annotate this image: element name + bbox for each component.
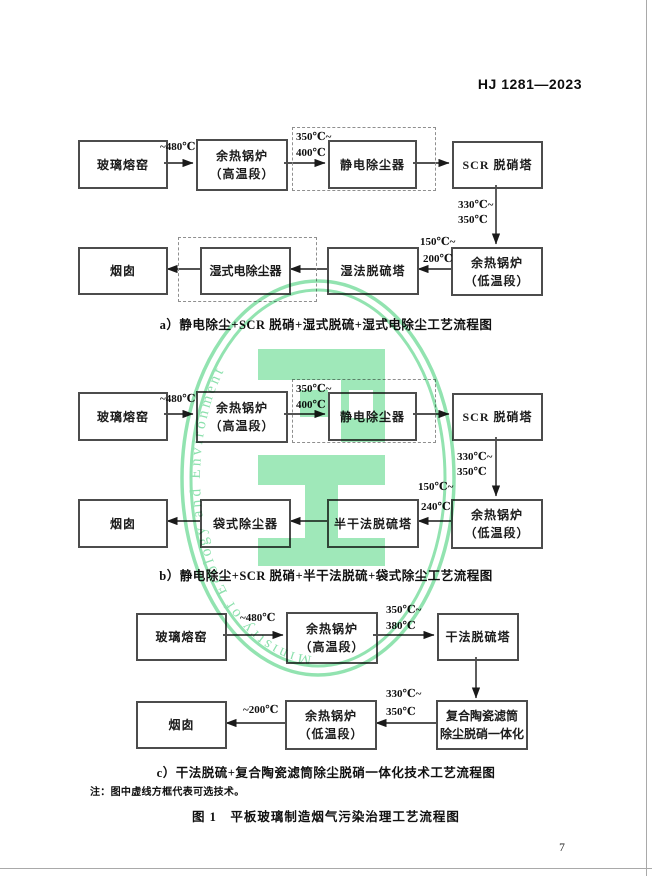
temp-label-b-furnace-out: ~480℃ xyxy=(160,393,196,405)
diagram-c-box-ceramic-filter-integrated: 复合陶瓷滤筒 除尘脱硝一体化 xyxy=(436,700,528,750)
box-sublabel: （低温段） xyxy=(298,727,364,741)
temp-label-b-esp-in-1: 350℃~ xyxy=(296,383,332,395)
box-sublabel: 除尘脱硝一体化 xyxy=(439,727,524,741)
diagram-c-caption: c）干法脱硫+复合陶瓷滤筒除尘脱硝一体化技术工艺流程图 xyxy=(156,766,496,780)
box-sublabel: （高温段） xyxy=(209,167,275,181)
figure-title: 图 1 平板玻璃制造烟气污染治理工艺流程图 xyxy=(192,810,460,824)
temp-label-c-composite-out-1: 330℃~ xyxy=(386,688,422,700)
standard-code: HJ 1281—2023 xyxy=(477,76,582,92)
diagram-c-box-dry-fgd-tower: 干法脱硫塔 xyxy=(437,613,519,661)
diagram-c-box-glass-furnace: 玻璃熔窑 xyxy=(136,613,227,661)
box-label: 湿法脱硫塔 xyxy=(340,264,406,278)
diagram-c-box-waste-heat-boiler-low: 余热锅炉 （低温段） xyxy=(285,700,377,750)
figure-note: 注：图中虚线方框代表可选技术。 xyxy=(90,787,245,798)
diagram-a-box-stack: 烟囱 xyxy=(78,247,168,295)
box-label: 余热锅炉 xyxy=(304,709,357,723)
diagram-a-box-glass-furnace: 玻璃熔窑 xyxy=(78,140,168,189)
temp-label-a-scr-out-2: 350℃ xyxy=(458,214,488,226)
diagram-c-box-waste-heat-boiler-high: 余热锅炉 （高温段） xyxy=(286,612,378,664)
diagram-b-box-esp: 静电除尘器 xyxy=(328,392,417,441)
diagram-b-caption: b）静电除尘+SCR 脱硝+半干法脱硫+袋式除尘工艺流程图 xyxy=(159,569,493,583)
diagram-a-caption: a）静电除尘+SCR 脱硝+湿式脱硫+湿式电除尘工艺流程图 xyxy=(159,318,493,332)
box-label: 袋式除尘器 xyxy=(212,516,278,531)
diagram-b-box-glass-furnace: 玻璃熔窑 xyxy=(78,392,168,441)
diagram-b-box-bag-filter: 袋式除尘器 xyxy=(200,499,291,548)
box-sublabel: （高温段） xyxy=(299,640,365,654)
diagram-b-box-stack: 烟囱 xyxy=(78,499,168,548)
box-label: 玻璃熔窑 xyxy=(155,630,208,644)
box-label: 余热锅炉 xyxy=(305,622,358,636)
diagram-a-box-wet-fgd-tower: 湿法脱硫塔 xyxy=(327,247,419,295)
box-sublabel: （低温段） xyxy=(464,526,530,540)
temp-label-c-furnace-out: ~480℃ xyxy=(240,612,276,624)
box-label: 烟囱 xyxy=(109,516,136,531)
diagram-a-box-waste-heat-boiler-low: 余热锅炉 （低温段） xyxy=(451,247,543,296)
temp-label-a-esp-in-2: 400℃ xyxy=(296,147,326,159)
diagram-b-box-semi-dry-fgd-tower: 半干法脱硫塔 xyxy=(327,499,419,548)
page-edge-bottom xyxy=(0,868,652,869)
diagram-c-box-stack: 烟囱 xyxy=(136,701,227,749)
temp-label-c-dry-in-1: 350℃~ xyxy=(386,604,422,616)
box-label: SCR 脱硝塔 xyxy=(462,158,533,172)
box-label: 余热锅炉 xyxy=(215,401,268,415)
diagram-b-box-scr-tower: SCR 脱硝塔 xyxy=(452,393,543,441)
temp-label-a-whblow-out-1: 150℃~ xyxy=(420,236,456,248)
box-label: 复合陶瓷滤筒 xyxy=(445,709,518,723)
page-edge-right xyxy=(646,0,647,876)
box-label: 余热锅炉 xyxy=(470,508,523,522)
temp-label-c-dry-in-2: 380℃ xyxy=(386,620,416,632)
diagram-a-optional-dashed-box-esp xyxy=(292,127,436,191)
box-label: 余热锅炉 xyxy=(215,149,268,163)
diagram-a-box-esp: 静电除尘器 xyxy=(328,140,417,189)
box-label: 静电除尘器 xyxy=(339,409,405,424)
diagram-b-box-waste-heat-boiler-low: 余热锅炉 （低温段） xyxy=(451,499,543,549)
box-label: 半干法脱硫塔 xyxy=(333,516,412,531)
box-label: 玻璃熔窑 xyxy=(96,409,149,424)
box-label: 干法脱硫塔 xyxy=(445,630,511,644)
temp-label-b-whblow-out-2: 240℃ xyxy=(421,501,451,513)
diagram-a-box-scr-tower: SCR 脱硝塔 xyxy=(452,141,543,189)
temp-label-b-esp-in-2: 400℃ xyxy=(296,399,326,411)
temp-label-b-scr-out-1: 330℃~ xyxy=(457,451,493,463)
box-label: 湿式电除尘器 xyxy=(209,264,282,278)
box-sublabel: （高温段） xyxy=(209,419,275,433)
diagram-a-box-waste-heat-boiler-high: 余热锅炉 （高温段） xyxy=(196,139,288,191)
diagram-b-box-waste-heat-boiler-high: 余热锅炉 （高温段） xyxy=(196,391,288,443)
box-sublabel: （低温段） xyxy=(464,273,530,288)
box-label: 玻璃熔窑 xyxy=(96,157,149,172)
temp-label-a-esp-in-1: 350℃~ xyxy=(296,131,332,143)
diagram-a-box-wet-esp: 湿式电除尘器 xyxy=(200,247,291,295)
temp-label-a-furnace-out: ~480℃ xyxy=(160,141,196,153)
temp-label-a-whblow-out-2: 200℃ xyxy=(423,253,453,265)
box-label: 静电除尘器 xyxy=(339,157,405,172)
box-label: 烟囱 xyxy=(168,718,195,732)
page-number: 7 xyxy=(559,842,565,854)
temp-label-a-scr-out-1: 330℃~ xyxy=(458,199,494,211)
temp-label-b-scr-out-2: 350℃ xyxy=(457,466,487,478)
box-label: 余热锅炉 xyxy=(470,255,523,270)
box-label: SCR 脱硝塔 xyxy=(462,410,533,424)
box-label: 烟囱 xyxy=(109,264,136,278)
temp-label-c-stack-in: ~200℃ xyxy=(243,704,279,716)
temp-label-c-composite-out-2: 350℃ xyxy=(386,706,416,718)
temp-label-b-whblow-out-1: 150℃~ xyxy=(418,481,454,493)
